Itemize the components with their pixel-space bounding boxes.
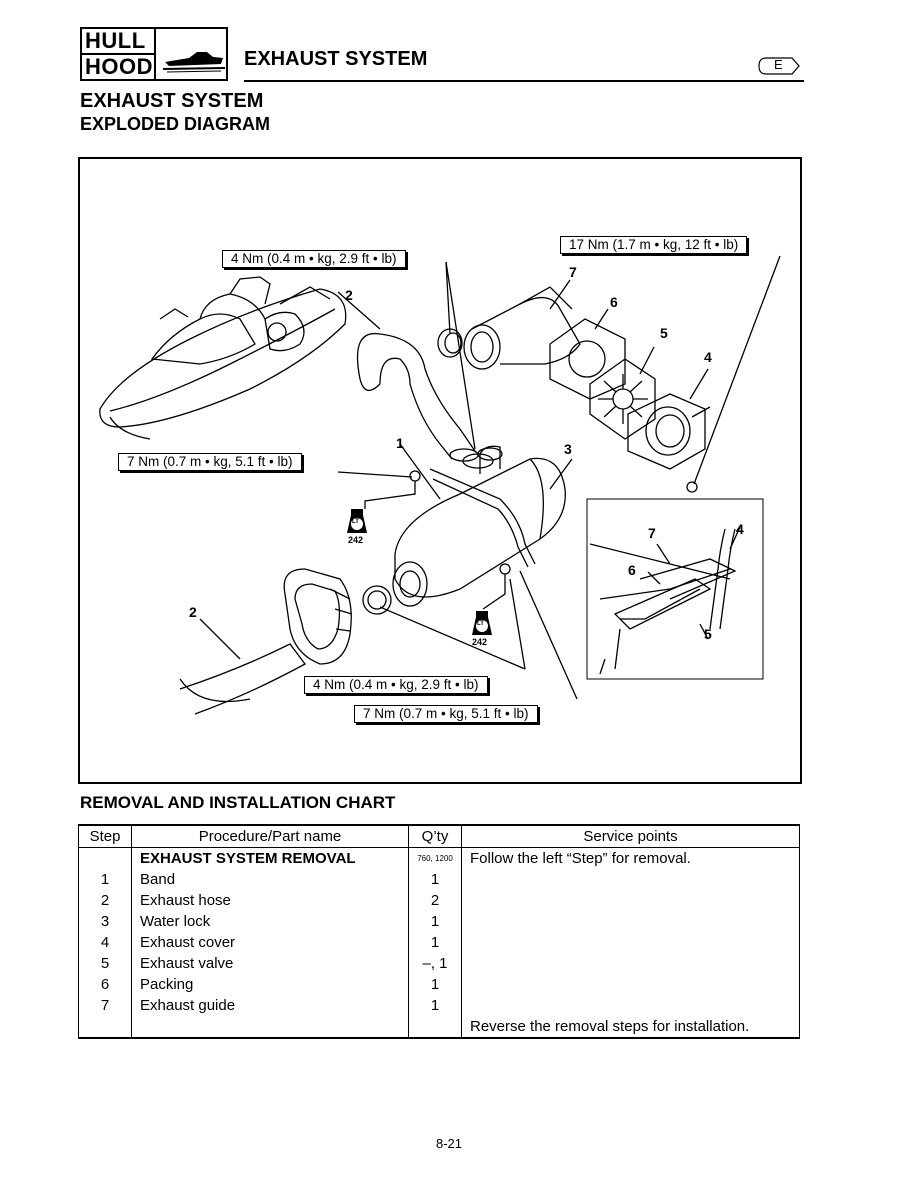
cell-name: Exhaust valve [131,953,409,974]
loctite-label: LT [477,621,484,627]
cell-service [461,953,800,974]
cell-name: Band [131,869,409,890]
exhaust-cover [627,393,711,470]
cell-name [131,1016,409,1039]
exhaust-boot [283,568,353,665]
badge-hull: HULL [80,27,156,55]
cell-service [461,995,800,1016]
callout-band: 1 [396,435,404,451]
torque-spec-band-top: 4 Nm (0.4 m • kg, 2.9 ft • lb) [222,250,406,268]
water-lock [392,445,566,607]
loctite-icon: LT [470,609,494,637]
cell-step: 6 [78,974,132,995]
inset-detail [589,526,741,675]
column-header-service: Service points [461,824,800,848]
callout-exhaust-hose-lower: 2 [189,604,197,620]
table-row: 2 Exhaust hose 2 [78,890,800,911]
table-row: 1 Band 1 [78,869,800,890]
table-row: 5 Exhaust valve –, 1 [78,953,800,974]
cell-name: Exhaust cover [131,932,409,953]
exploded-diagram: 4 Nm (0.4 m • kg, 2.9 ft • lb) 17 Nm (1.… [78,157,802,784]
exhaust-guide [463,286,581,370]
table-row: 6 Packing 1 [78,974,800,995]
cell-step [78,1016,132,1039]
callout-packing: 6 [610,294,618,310]
watercraft-illustration [99,276,347,440]
cell-service: Reverse the removal steps for installati… [461,1016,800,1039]
cell-qty [408,1016,462,1039]
cell-qty: 760, 1200 [408,847,462,869]
header-rule [244,80,804,82]
cell-step: 1 [78,869,132,890]
cell-name: Water lock [131,911,409,932]
callout-exhaust-guide: 7 [569,264,577,280]
loctite-label: LT [352,519,359,525]
torque-spec-band-bottom: 4 Nm (0.4 m • kg, 2.9 ft • lb) [304,676,488,694]
callout-exhaust-cover: 4 [704,349,712,365]
loctite-icon: LT [345,507,369,535]
cell-service [461,890,800,911]
table-row: 3 Water lock 1 [78,911,800,932]
cell-step: 7 [78,995,132,1016]
table-row: EXHAUST SYSTEM REMOVAL 760, 1200 Follow … [78,847,800,869]
section-badge: HULL HOOD [80,27,228,81]
exploded-diagram-drawing [99,255,781,715]
cell-qty: 1 [408,932,462,953]
cell-step [78,847,132,869]
inset-callout-exhaust-guide: 7 [648,525,656,541]
page-number: 8-21 [436,1136,463,1151]
column-header-step: Step [78,824,132,848]
language-badge: E [758,57,800,75]
cell-name: Exhaust hose [131,890,409,911]
torque-spec-water-lock-left: 7 Nm (0.7 m • kg, 5.1 ft • lb) [118,453,302,471]
cell-name: Exhaust guide [131,995,409,1016]
cell-step: 3 [78,911,132,932]
cell-step: 2 [78,890,132,911]
page-subtitle: EXPLODED DIAGRAM [80,114,271,134]
cell-service [461,974,800,995]
column-header-procedure: Procedure/Part name [131,824,409,848]
page-title: EXHAUST SYSTEM [80,90,264,112]
removal-installation-table: Step Procedure/Part name Q’ty Service po… [78,824,800,1039]
watercraft-icon [154,27,228,81]
callout-exhaust-hose-upper: 2 [345,287,353,303]
callout-water-lock: 3 [564,441,572,457]
table-row: 7 Exhaust guide 1 [78,995,800,1016]
column-header-qty: Q’ty [408,824,462,848]
table-row: Reverse the removal steps for installati… [78,1016,800,1039]
cell-qty: 1 [408,869,462,890]
cell-service: Follow the left “Step” for removal. [461,847,800,869]
packing [549,318,626,400]
cell-qty: –, 1 [408,953,462,974]
cell-qty: 1 [408,911,462,932]
table-row: 4 Exhaust cover 1 [78,932,800,953]
cell-service [461,869,800,890]
callout-exhaust-valve: 5 [660,325,668,341]
inset-callout-exhaust-cover: 4 [736,521,744,537]
cell-qty: 1 [408,995,462,1016]
header-title: EXHAUST SYSTEM [244,48,428,70]
cell-qty: 2 [408,890,462,911]
cell-service [461,932,800,953]
chart-title: REMOVAL AND INSTALLATION CHART [80,793,396,812]
cell-step: 4 [78,932,132,953]
cell-service [461,911,800,932]
exhaust-valve [589,358,656,440]
badge-hood: HOOD [80,53,156,81]
torque-spec-exhaust-guide: 17 Nm (1.7 m • kg, 12 ft • lb) [560,236,748,254]
torque-spec-water-lock-right: 7 Nm (0.7 m • kg, 5.1 ft • lb) [354,705,538,723]
cell-step: 5 [78,953,132,974]
inset-callout-exhaust-valve: 5 [704,626,712,642]
table-header-row: Step Procedure/Part name Q’ty Service po… [78,824,800,848]
loctite-number: 242 [348,535,364,545]
cell-name: EXHAUST SYSTEM REMOVAL [131,847,409,869]
loctite-number: 242 [472,637,488,647]
cell-name: Packing [131,974,409,995]
inset-callout-packing: 6 [628,562,636,578]
language-code: E [774,57,783,72]
cell-qty: 1 [408,974,462,995]
